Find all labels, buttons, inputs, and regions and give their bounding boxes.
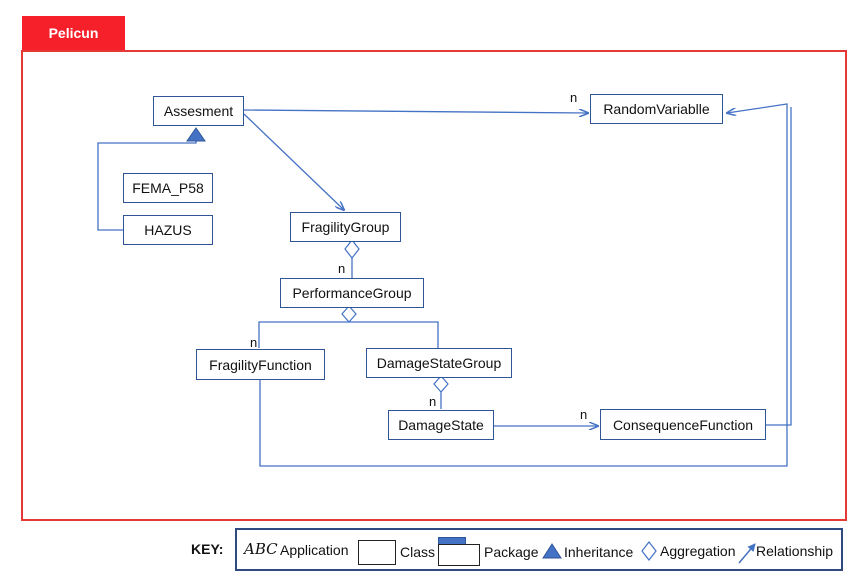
key-package-icon: [438, 537, 480, 566]
package-tab-pelicun: Pelicun: [22, 16, 125, 50]
key-package-label: Package: [484, 544, 539, 560]
multiplicity-fragility-function: n: [250, 335, 258, 350]
key-title: KEY:: [191, 541, 224, 557]
class-assesment: Assesment: [153, 96, 244, 126]
multiplicity-performance-group: n: [338, 261, 346, 276]
aggregation-performancegroup-children: [258, 321, 439, 348]
class-damage-state-group: DamageStateGroup: [366, 348, 512, 378]
aggregation-diamond-performancegroup: [341, 305, 357, 323]
relationship-fragilityfunction-randomvariable: [259, 103, 788, 467]
key-class-box: [358, 540, 396, 565]
multiplicity-random-variable: n: [570, 90, 578, 105]
inheritance-hazus-assesment: [97, 140, 197, 231]
relationship-consequence-randomvariable: [766, 107, 792, 426]
key-aggregation-icon: [641, 541, 657, 561]
relationship-assesment-fragilitygroup: [243, 113, 344, 210]
key-legend: [235, 528, 843, 571]
class-performance-group: PerformanceGroup: [280, 278, 424, 308]
aggregation-diamond-fragilitygroup: [344, 239, 360, 259]
multiplicity-damage-state: n: [429, 394, 437, 409]
class-random-variable: RandomVariablle: [590, 94, 723, 124]
key-class-label: Class: [400, 544, 436, 560]
key-relationship-label: Relationship: [756, 543, 834, 559]
package-frame: [21, 50, 847, 521]
class-hazus: HAZUS: [123, 215, 213, 245]
relationship-assesment-randomvariable: [243, 110, 588, 113]
class-consequence-function: ConsequenceFunction: [600, 409, 766, 440]
class-fema-p58: FEMA_P58: [123, 173, 213, 203]
class-fragility-function: FragilityFunction: [196, 349, 325, 380]
key-aggregation-label: Aggregation: [660, 543, 736, 559]
key-application-glyph: ABC: [244, 540, 278, 558]
key-application-label: Application: [280, 542, 349, 558]
inheritance-triangle: [186, 127, 206, 142]
key-inheritance-label: Inheritance: [564, 544, 634, 560]
aggregation-diamond-damagestategroup: [433, 375, 449, 393]
key-relationship-icon: [738, 543, 756, 564]
class-damage-state: DamageState: [388, 410, 494, 440]
multiplicity-consequence-function: n: [580, 407, 588, 422]
class-fragility-group: FragilityGroup: [290, 212, 401, 242]
key-inheritance-icon: [542, 543, 562, 559]
